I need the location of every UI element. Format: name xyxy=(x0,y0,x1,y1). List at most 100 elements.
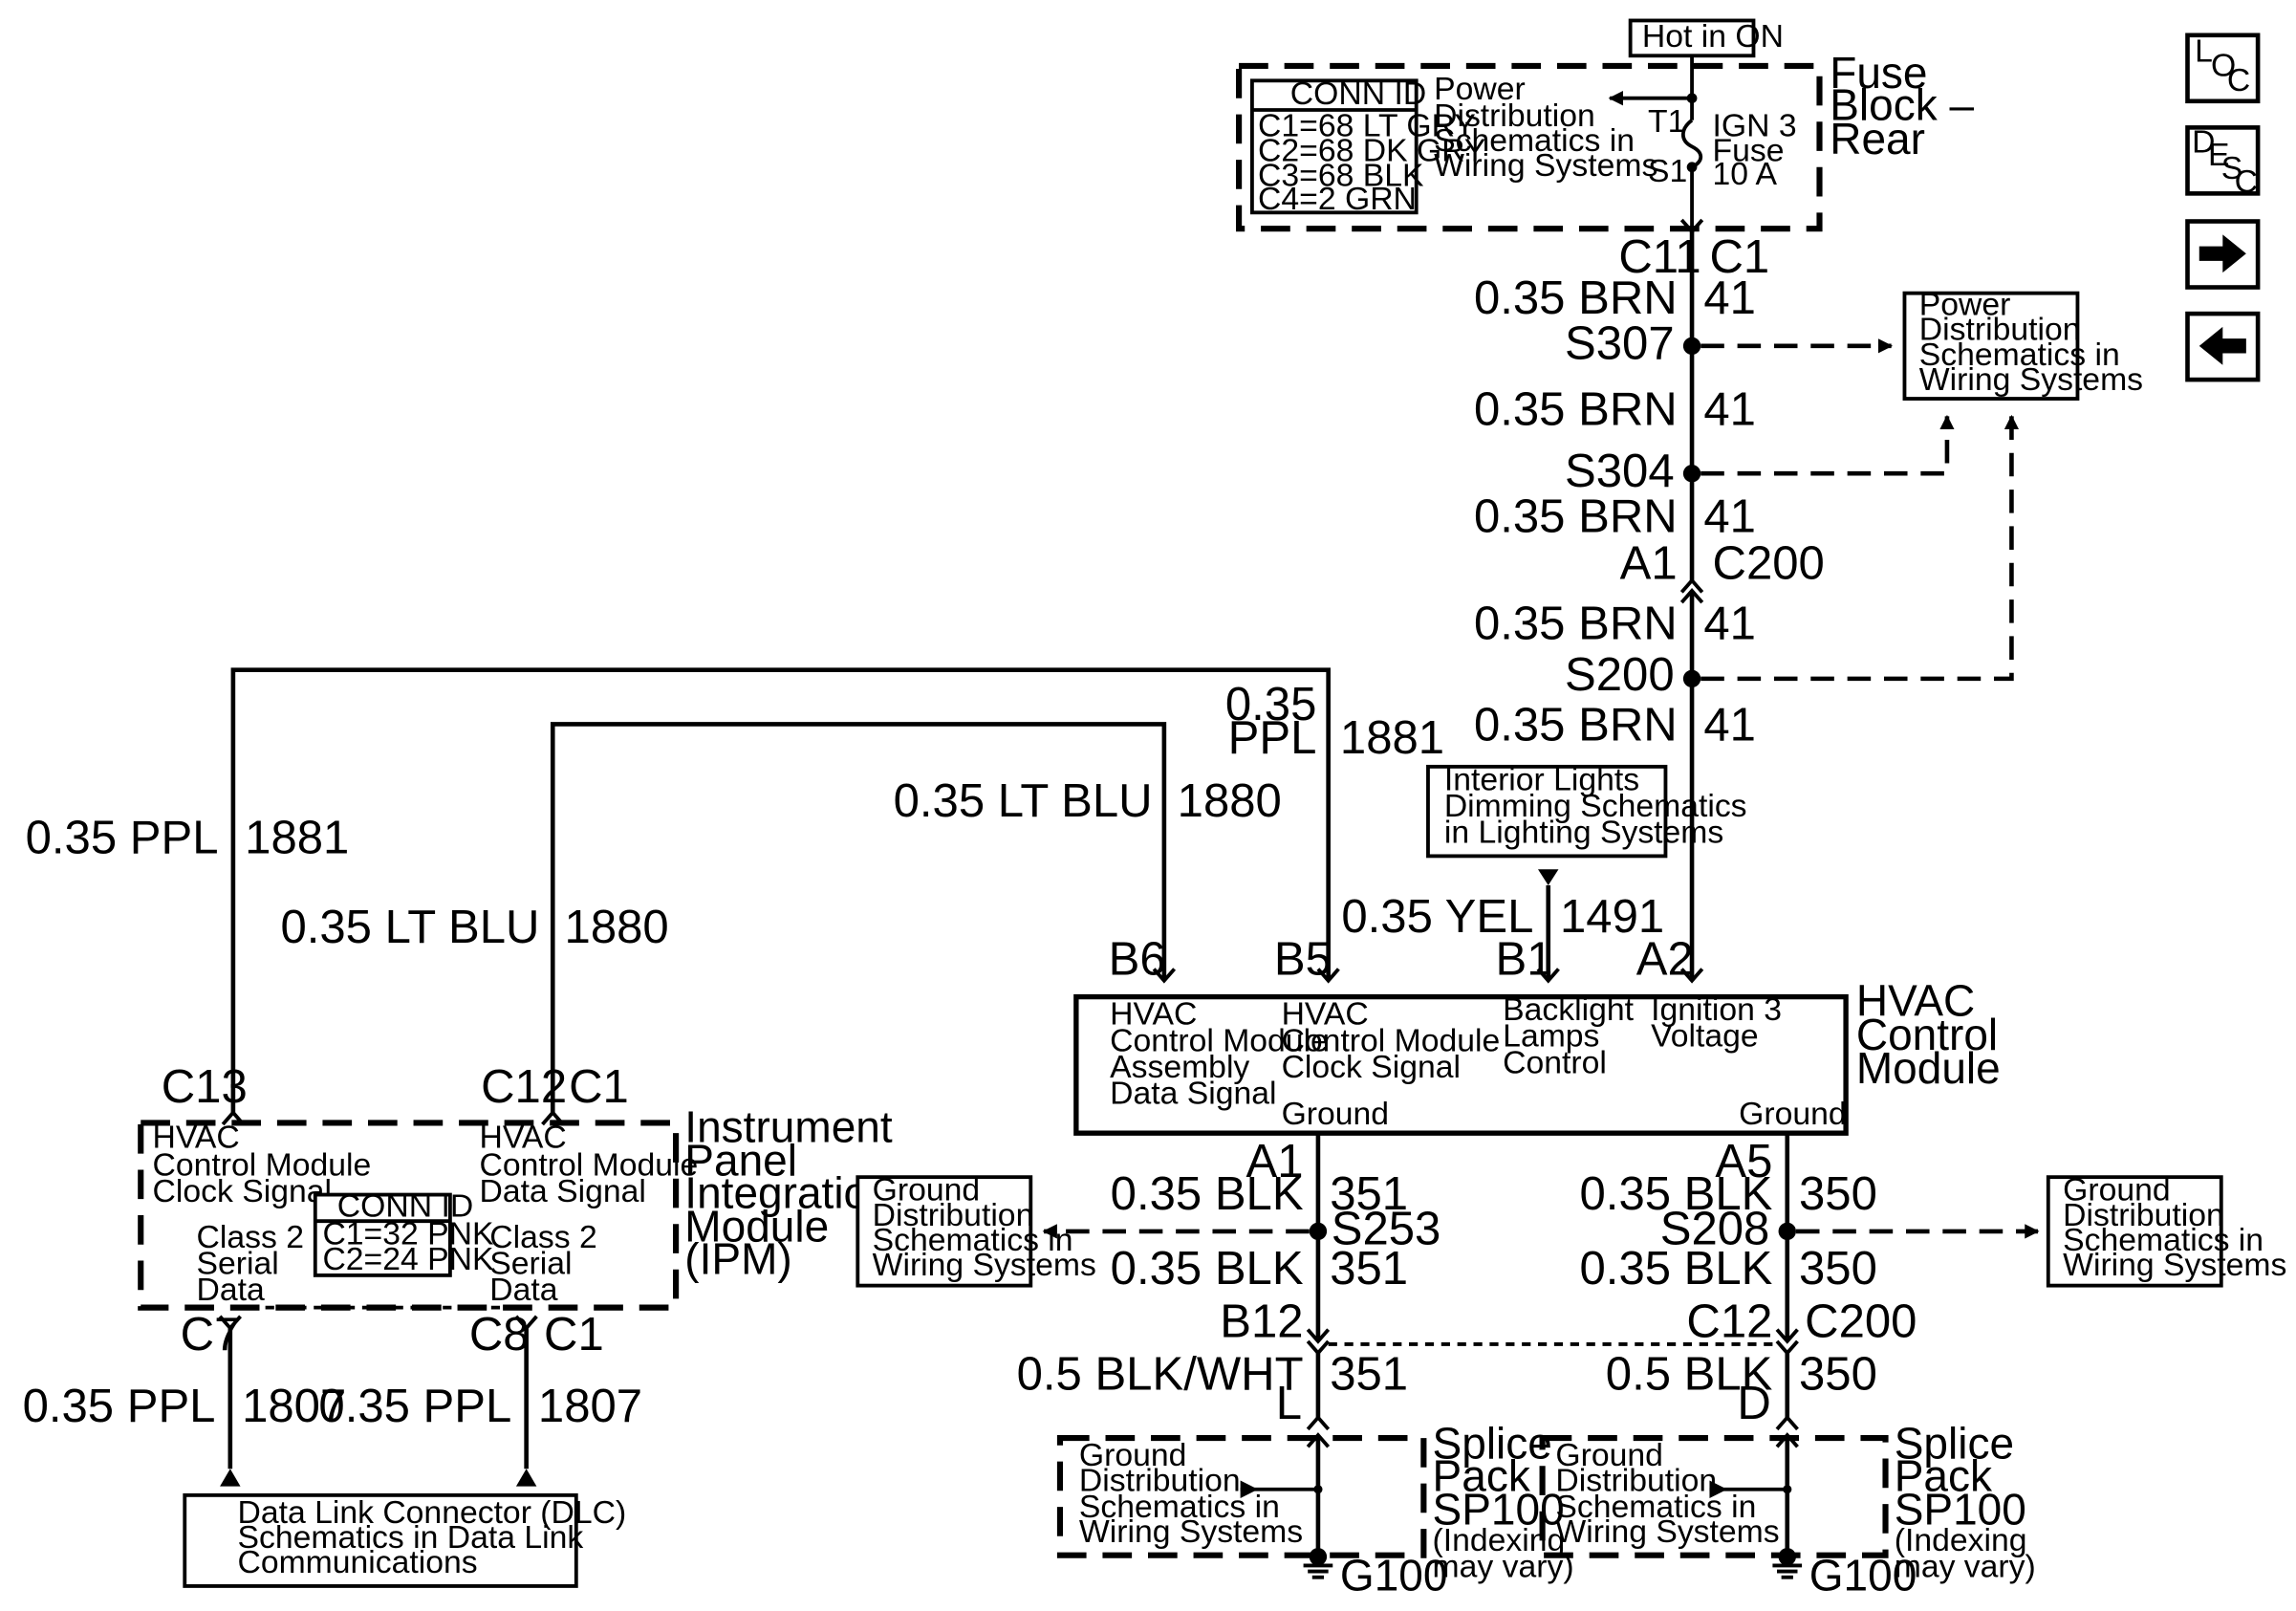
svg-text:Wiring Systems: Wiring Systems xyxy=(1079,1513,1303,1550)
svg-text:Dimming Schematics: Dimming Schematics xyxy=(1444,788,1747,824)
hot-in-on-label: Hot in ON xyxy=(1642,18,1784,54)
svg-text:Distribution: Distribution xyxy=(1919,312,2081,348)
ground-right-c200-label: C200 xyxy=(1805,1295,1917,1347)
svg-text:CONN ID: CONN ID xyxy=(1290,76,1426,112)
svg-text:Distribution: Distribution xyxy=(1555,1462,1717,1498)
hvac-ground-1-label: Ground xyxy=(1282,1096,1389,1132)
circuit-1491: 1491 xyxy=(1560,891,1664,943)
arrow-left-icon xyxy=(2199,326,2246,365)
circuit-1880-left: 1880 xyxy=(565,902,669,953)
s304-label: S304 xyxy=(1565,446,1675,497)
wire-0-5-blk-wht: 0.5 BLK/WHT xyxy=(1017,1348,1304,1400)
svg-text:Wiring Systems: Wiring Systems xyxy=(2063,1247,2286,1283)
splice-s208 xyxy=(1778,1222,1796,1241)
dlc-reference-box[interactable]: Data Link Connector (DLC) Schematics in … xyxy=(183,1492,626,1588)
wire-0-35-brn-1: 0.35 BRN xyxy=(1474,272,1678,324)
wire-ppl-1881-route xyxy=(230,667,1331,1115)
splice-s200 xyxy=(1682,669,1701,688)
ground-left-a1-label: A1 xyxy=(1246,1136,1304,1187)
svg-text:Splice: Splice xyxy=(1895,1419,2014,1469)
c1-label: C1 xyxy=(1709,231,1769,283)
b12-label: B12 xyxy=(1220,1295,1303,1347)
ground-distribution-inner-right[interactable]: Ground Distribution Schematics in Wiring… xyxy=(1555,1437,1779,1550)
fuse-power-distribution-ref[interactable]: Power Distribution Schematics in Wiring … xyxy=(1434,71,1657,184)
c200-label: C200 xyxy=(1713,538,1825,590)
circuit-41-4: 41 xyxy=(1703,598,1756,649)
fuse-conn-id-table: CONN ID C1=68 LT GRY C2=68 DK GRY C3=68 … xyxy=(1249,76,1485,217)
loc-letter-o: O xyxy=(2211,48,2236,84)
g100-left-label: G100 xyxy=(1340,1551,1448,1600)
hvac-data-signal-label: HVAC Control Module Assembly Data Signal xyxy=(1110,996,1329,1112)
circuit-350-3: 350 xyxy=(1799,1348,1877,1400)
svg-text:Voltage: Voltage xyxy=(1651,1018,1759,1055)
splice-s253 xyxy=(1309,1222,1328,1241)
svg-text:C2=68 DK GRY: C2=68 DK GRY xyxy=(1258,133,1485,169)
ppl-top-color: PPL xyxy=(1228,712,1317,764)
desc-letter-d: D xyxy=(2192,123,2215,160)
circuit-1881-top: 1881 xyxy=(1340,712,1444,764)
svg-text:Rear: Rear xyxy=(1830,114,1925,163)
svg-text:Distribution: Distribution xyxy=(873,1197,1034,1233)
circuit-41-5: 41 xyxy=(1703,699,1756,751)
ground-distribution-ref-right[interactable]: Ground Distribution Schematics in Wiring… xyxy=(2046,1172,2287,1288)
ipm-data-signal-label: HVAC Control Module Data Signal xyxy=(480,1120,699,1210)
svg-text:Panel: Panel xyxy=(684,1136,797,1186)
desc-button[interactable]: D E S C xyxy=(2185,123,2261,200)
svg-text:Power: Power xyxy=(1434,71,1526,107)
hvac-backlight-label: Backlight Lamps Control xyxy=(1503,991,1634,1080)
wire-0-35-blk-351-1: 0.35 BLK xyxy=(1111,1168,1304,1220)
ground-distribution-inner-left[interactable]: Ground Distribution Schematics in Wiring… xyxy=(1079,1437,1303,1550)
svg-text:Clock Signal: Clock Signal xyxy=(153,1173,332,1209)
svg-text:Clock Signal: Clock Signal xyxy=(1282,1049,1461,1085)
svg-text:Splice: Splice xyxy=(1433,1419,1552,1469)
svg-text:Lamps: Lamps xyxy=(1503,1018,1599,1055)
svg-text:Schematics in: Schematics in xyxy=(2063,1222,2264,1258)
ipm-conn-id-table: CONN ID C1=32 PNK C2=24 PNK xyxy=(313,1188,494,1277)
svg-text:Data: Data xyxy=(197,1272,265,1308)
a1-label: A1 xyxy=(1620,538,1678,590)
wire-0-35-ppl-dlc-right: 0.35 PPL xyxy=(318,1381,511,1432)
svg-text:Distribution: Distribution xyxy=(2063,1197,2224,1233)
hvac-ignition-label: Ignition 3 Voltage xyxy=(1651,991,1782,1055)
back-button[interactable] xyxy=(2185,311,2261,382)
svg-text:Class 2: Class 2 xyxy=(197,1219,304,1255)
hvac-module-name: HVAC Control Module xyxy=(1856,976,2001,1094)
forward-button[interactable] xyxy=(2185,219,2261,290)
ground-distribution-ref-left[interactable]: Ground Distribution Schematics in Wiring… xyxy=(856,1172,1096,1288)
power-distribution-ref-right[interactable]: Power Distribution Schematics in Wiring … xyxy=(1902,287,2143,401)
interior-lights-dimming-ref[interactable]: Interior Lights Dimming Schematics in Li… xyxy=(1426,761,1747,859)
ground-right-a5-label: A5 xyxy=(1715,1136,1772,1187)
wire-ltblu-1880-route xyxy=(550,722,1167,1115)
svg-text:Serial: Serial xyxy=(197,1245,279,1281)
svg-text:Wiring Systems: Wiring Systems xyxy=(1434,147,1657,184)
ipm-class2-serial-data-1: Class 2 Serial Data xyxy=(197,1219,304,1308)
ipm-class2-serial-data-2: Class 2 Serial Data xyxy=(489,1219,596,1308)
s253-label: S253 xyxy=(1332,1204,1441,1255)
ipm-c1-label: C1 xyxy=(569,1061,629,1113)
ign3-fuse-label: IGN 3 Fuse 10 A xyxy=(1713,108,1797,193)
desc-letter-e: E xyxy=(2208,137,2230,173)
circuit-350-1: 350 xyxy=(1799,1168,1877,1220)
circuit-351-1: 351 xyxy=(1330,1168,1408,1220)
svg-text:Module: Module xyxy=(684,1202,829,1252)
svg-text:Control Module: Control Module xyxy=(153,1147,372,1184)
splice-s307 xyxy=(1682,337,1701,356)
circuit-350-2: 350 xyxy=(1799,1243,1877,1295)
svg-text:C1=68 LT GRY: C1=68 LT GRY xyxy=(1258,108,1476,144)
svg-text:Distribution: Distribution xyxy=(1434,98,1595,134)
ppl-top-gauge: 0.35 xyxy=(1225,679,1317,730)
g100-right-label: G100 xyxy=(1809,1551,1917,1600)
svg-text:may vary): may vary) xyxy=(1895,1549,2036,1585)
pin-b5: B5 xyxy=(1274,934,1332,986)
svg-text:C2=24 PNK: C2=24 PNK xyxy=(322,1241,494,1277)
hvac-control-module-box xyxy=(1073,993,1849,1136)
svg-text:Control Module: Control Module xyxy=(480,1147,699,1184)
loc-letter-l: L xyxy=(2195,33,2213,69)
svg-text:Schematics in: Schematics in xyxy=(1434,122,1635,159)
svg-text:HVAC: HVAC xyxy=(480,1120,567,1156)
circuit-41-2: 41 xyxy=(1703,384,1756,436)
svg-text:Data Signal: Data Signal xyxy=(1110,1076,1276,1112)
svg-text:Control Module: Control Module xyxy=(1282,1022,1501,1058)
loc-button[interactable]: L O C xyxy=(2185,33,2261,104)
